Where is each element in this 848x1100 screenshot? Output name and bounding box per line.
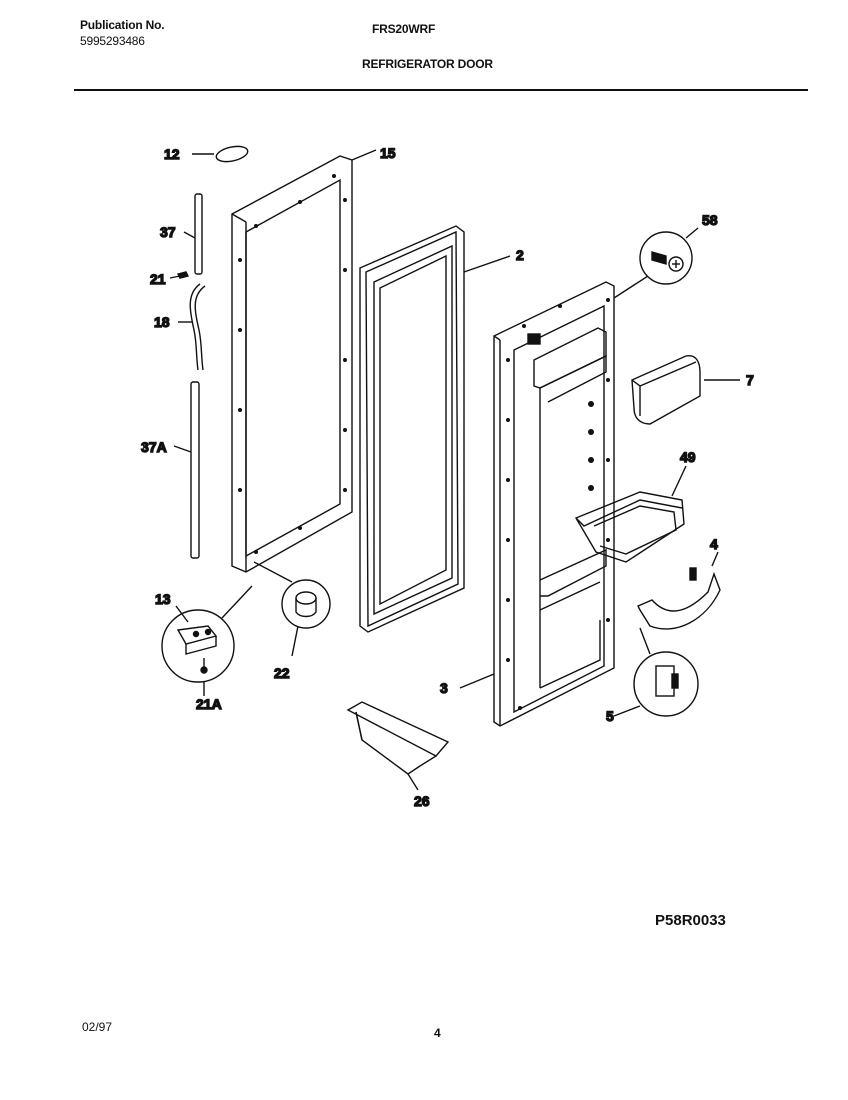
callout-13: 13 (155, 591, 171, 607)
footer-date: 02/97 (82, 1020, 113, 1034)
page-number: 4 (434, 1026, 441, 1040)
header-rule (74, 89, 808, 91)
part-5-clip-detail (613, 627, 699, 717)
part-7-cover (631, 355, 740, 425)
model-number: FRS20WRF (372, 22, 436, 36)
callout-21: 21 (150, 271, 166, 287)
callout-3: 3 (440, 680, 448, 696)
section-title: REFRIGERATOR DOOR (362, 57, 493, 71)
callout-18: 18 (154, 314, 170, 330)
callout-5: 5 (606, 708, 614, 724)
part-49-door-bin (574, 465, 687, 563)
part-3-door-panel (459, 281, 615, 727)
part-37-strip (183, 193, 203, 275)
part-12-badge (192, 145, 249, 163)
part-22-cap-detail (253, 561, 331, 657)
publication-number: 5995293486 (80, 34, 145, 48)
callout-21a: 21A (196, 696, 222, 712)
callout-49: 49 (680, 449, 696, 465)
part-26-bin (346, 701, 450, 791)
part-15-door-frame (231, 149, 377, 573)
callout-37a: 37A (141, 439, 167, 455)
part-21-screw (169, 271, 190, 279)
callout-15: 15 (380, 145, 396, 161)
publication-label: Publication No. (80, 18, 165, 32)
part-4-retainer (637, 551, 721, 630)
part-18-cord (178, 283, 206, 371)
callout-2: 2 (516, 247, 524, 263)
part-58-screw-detail (613, 227, 699, 299)
part-2-gasket (359, 225, 511, 633)
figure-id: P58R0033 (655, 912, 726, 929)
callout-37: 37 (160, 224, 176, 240)
callout-58: 58 (702, 212, 718, 228)
callout-22: 22 (274, 665, 290, 681)
part-13-hinge-detail (161, 585, 253, 696)
part-37a-strip (173, 381, 200, 559)
callout-4: 4 (710, 536, 718, 552)
callout-26: 26 (414, 793, 430, 809)
callout-12: 12 (164, 146, 180, 162)
callout-7: 7 (746, 372, 754, 388)
